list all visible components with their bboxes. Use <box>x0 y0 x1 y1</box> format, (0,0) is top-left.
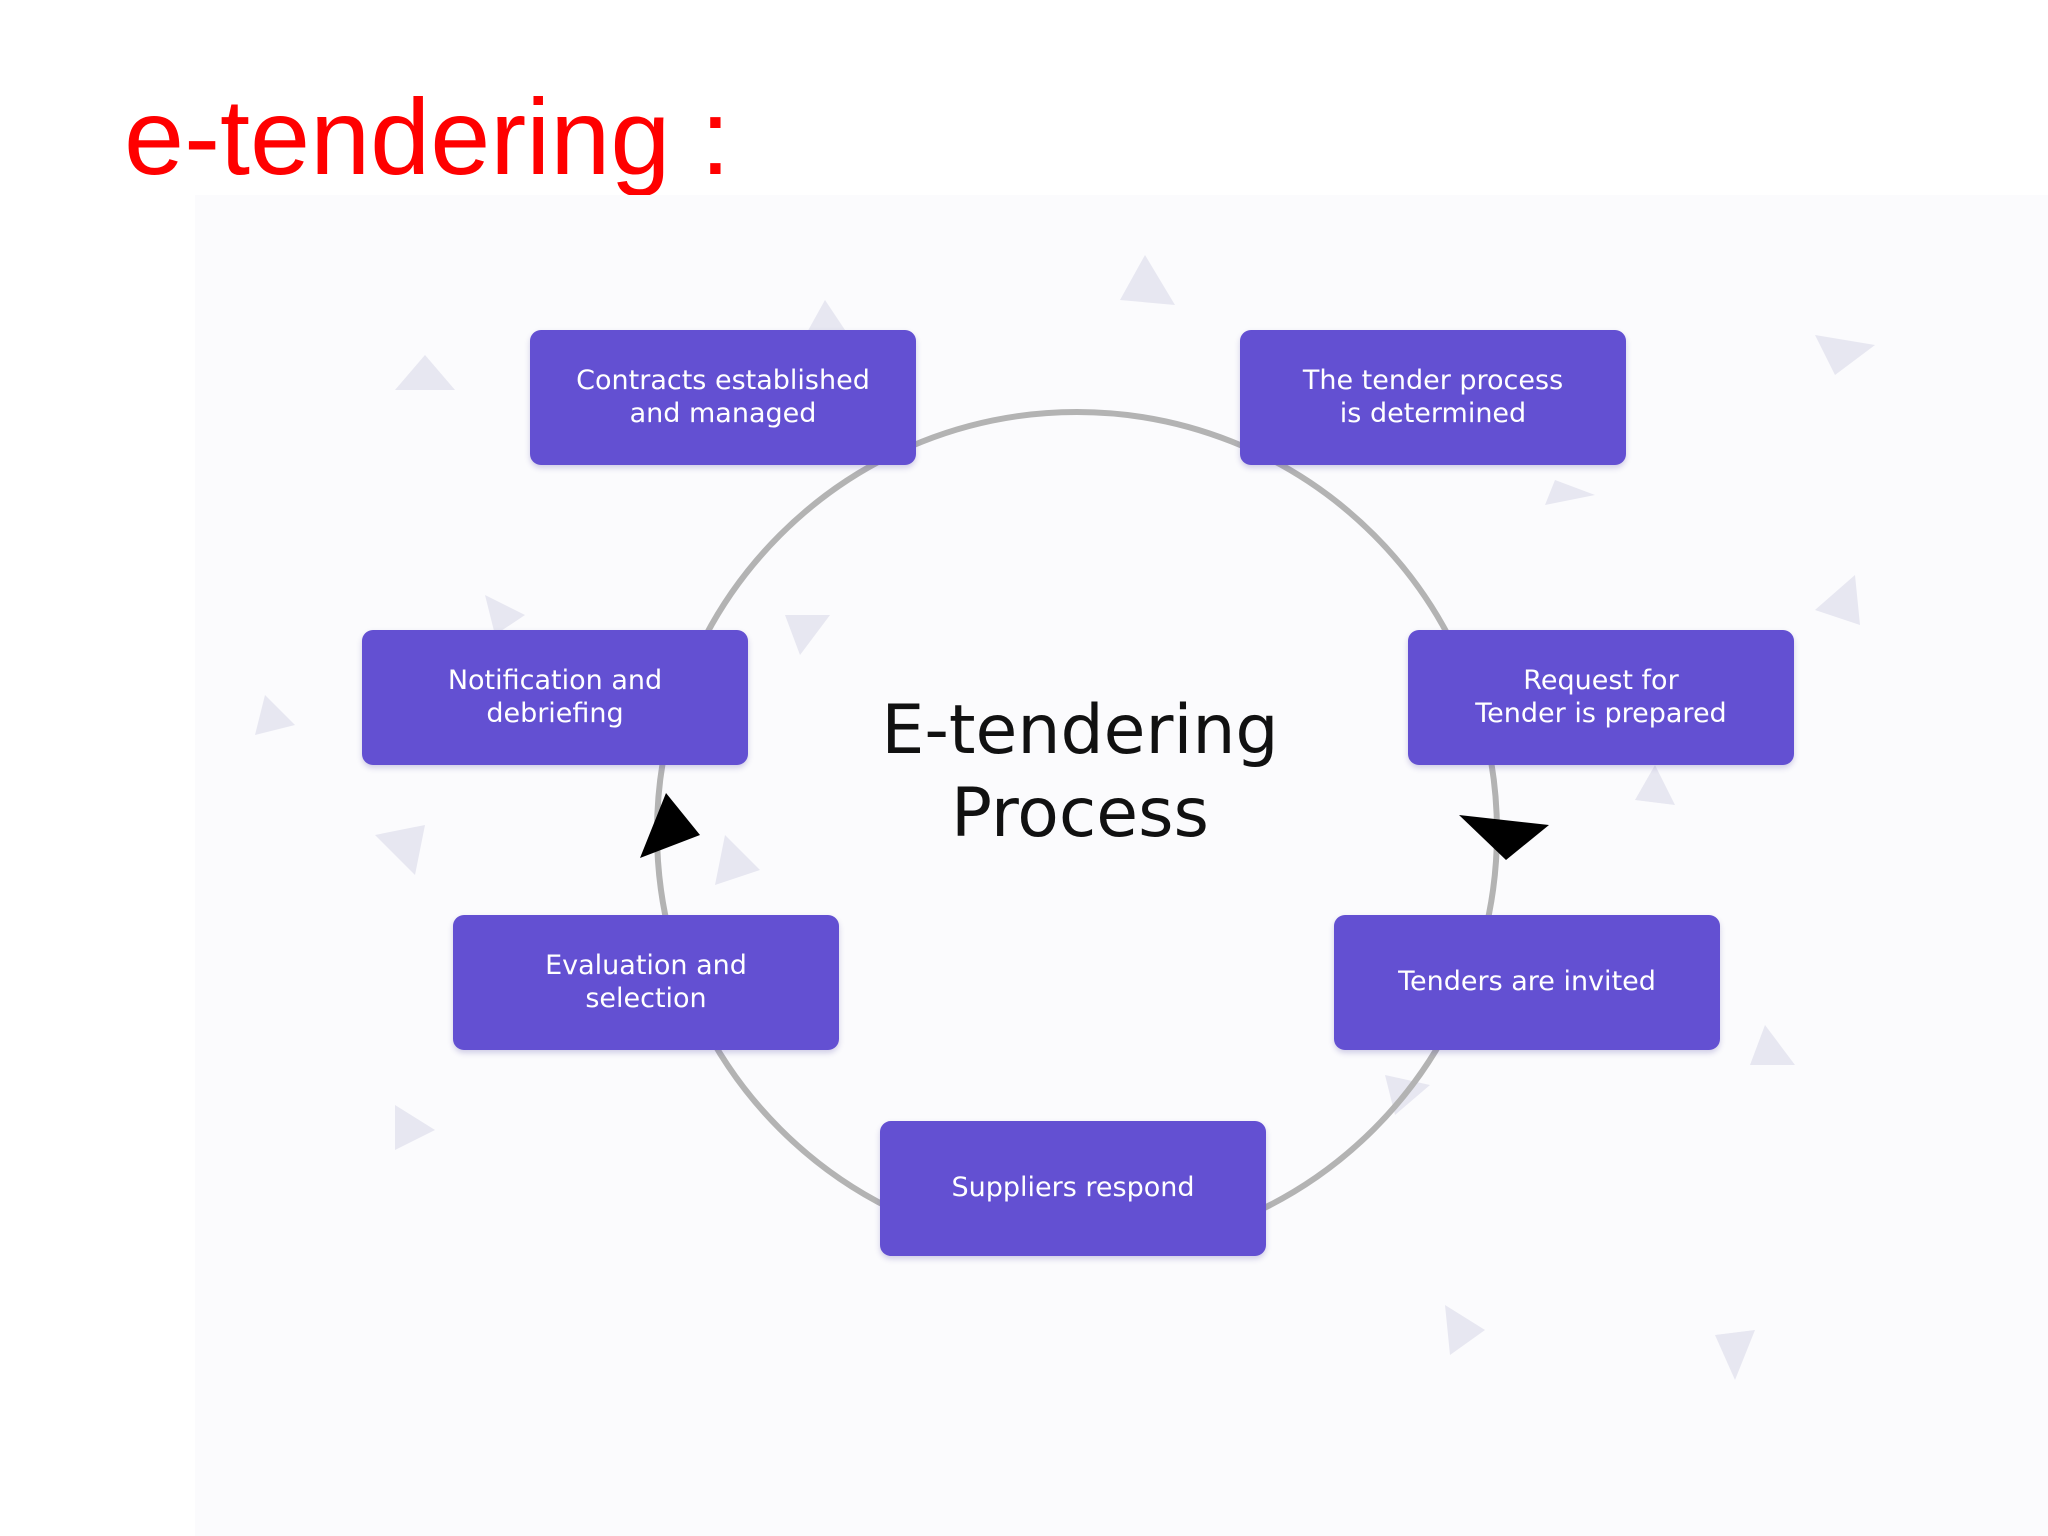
step-notification-debriefing: Notification and debriefing <box>362 630 748 765</box>
cycle-diagram <box>255 255 1875 1380</box>
step-label: Suppliers respond <box>951 1172 1195 1204</box>
step-tenders-invited: Tenders are invited <box>1334 915 1720 1050</box>
step-label: Tenders are invited <box>1398 966 1656 998</box>
step-request-for-tender-prepared: Request for Tender is prepared <box>1408 630 1794 765</box>
center-title: E-tendering Process <box>881 691 1279 853</box>
arrowhead-left-icon <box>640 793 700 858</box>
step-contracts-established-managed: Contracts established and managed <box>530 330 916 465</box>
step-label: Request for Tender is prepared <box>1475 664 1727 729</box>
step-label: Contracts established and managed <box>576 364 870 429</box>
step-evaluation-selection: Evaluation and selection <box>453 915 839 1050</box>
step-suppliers-respond: Suppliers respond <box>880 1121 1266 1256</box>
step-label: The tender process is determined <box>1302 364 1564 429</box>
step-label: Evaluation and selection <box>545 949 747 1014</box>
slide-title: e-tendering : <box>124 76 731 197</box>
arrowhead-right-icon <box>1459 815 1549 860</box>
step-tender-process-determined: The tender process is determined <box>1240 330 1626 465</box>
diagram-figure: The tender process is determined Request… <box>195 195 2048 1536</box>
step-label: Notification and debriefing <box>447 664 663 729</box>
